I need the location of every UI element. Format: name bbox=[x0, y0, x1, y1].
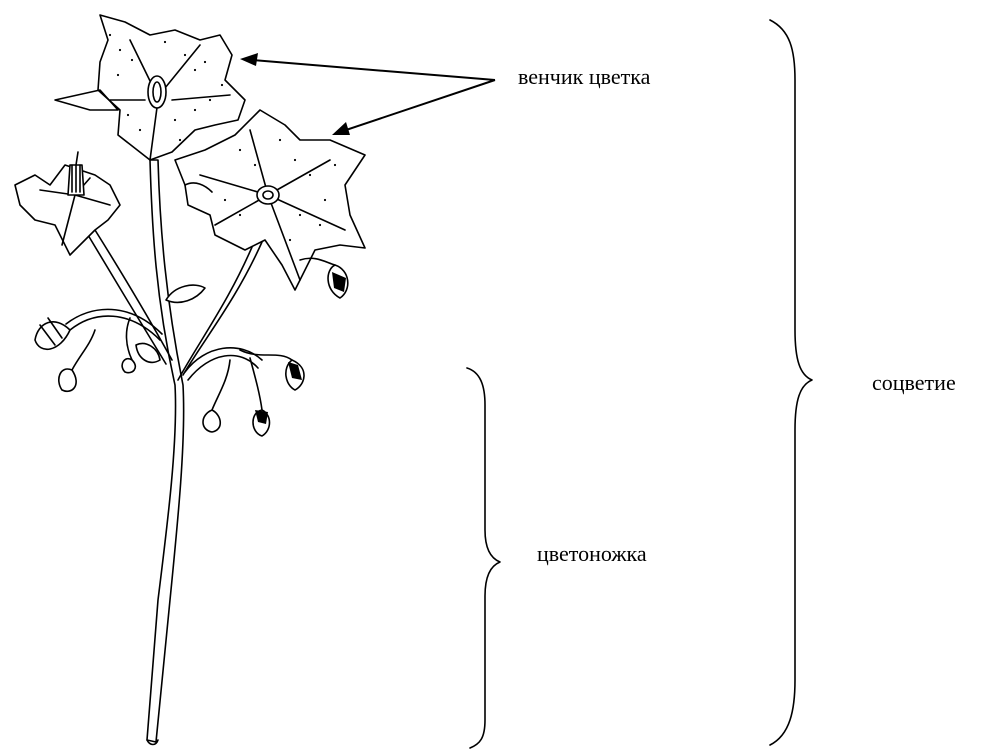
branch-lower-left bbox=[66, 309, 162, 340]
buds-right bbox=[203, 258, 348, 436]
flower-top bbox=[55, 15, 245, 160]
label-inflorescence: соцветие bbox=[872, 370, 956, 395]
label-peduncle: цветоножка bbox=[537, 541, 647, 566]
buds-left bbox=[35, 318, 135, 391]
branch-right bbox=[178, 240, 262, 380]
label-corolla: венчик цветка bbox=[518, 64, 651, 89]
brace-inflorescence bbox=[770, 20, 812, 745]
leaf-bud-left bbox=[136, 343, 160, 362]
leaf-small bbox=[166, 285, 205, 302]
brace-peduncle bbox=[467, 368, 500, 748]
plant-drawing bbox=[15, 15, 365, 745]
flower-right bbox=[175, 110, 365, 290]
main-stem bbox=[147, 160, 184, 742]
flower-left bbox=[15, 152, 120, 255]
